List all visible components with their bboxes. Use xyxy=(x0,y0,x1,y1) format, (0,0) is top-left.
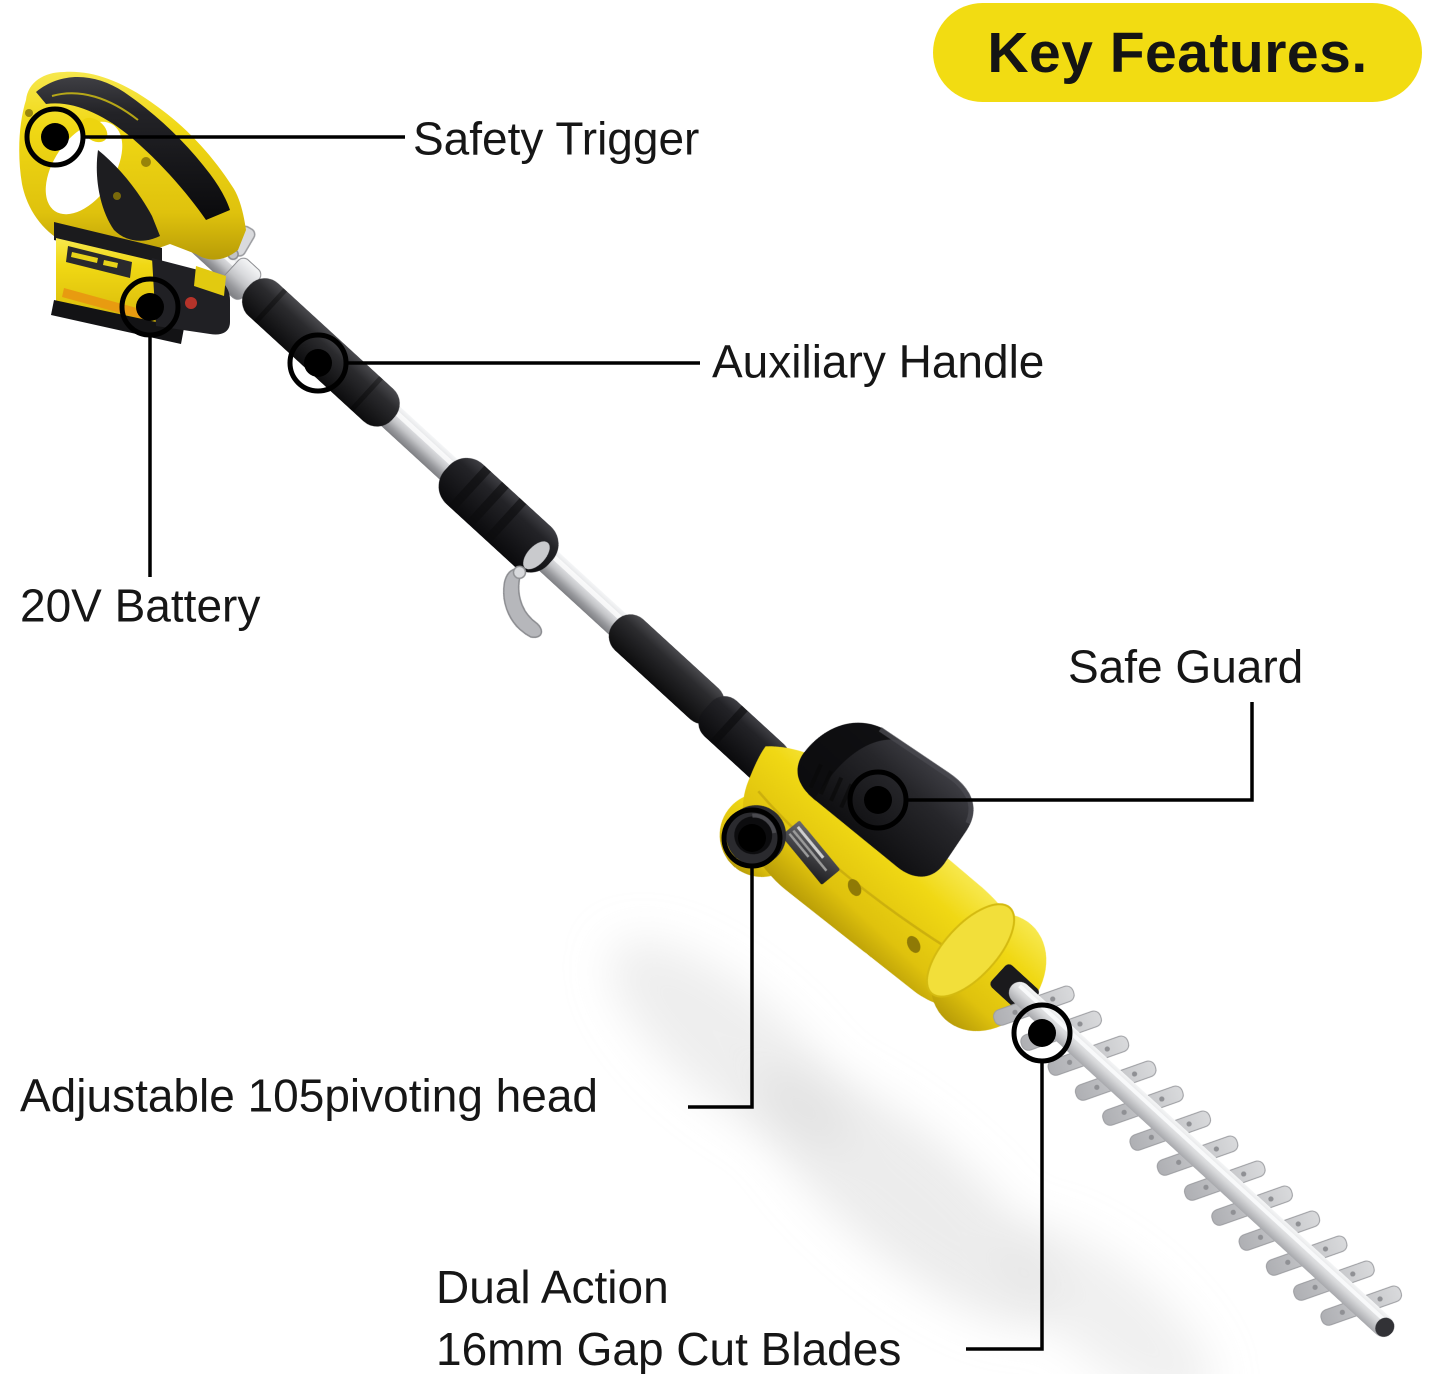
rear-handle-assembly xyxy=(19,71,247,344)
handle-front-post xyxy=(96,150,160,241)
ground-shadow xyxy=(609,939,1215,1374)
marker-ring-safe-guard xyxy=(847,769,909,831)
leader-pivoting-head xyxy=(688,866,754,1109)
blade-end-cap xyxy=(1375,1317,1395,1337)
callout-label-blades-line2: 16mm Gap Cut Blades xyxy=(436,1323,902,1374)
callout-markers xyxy=(24,106,1254,1351)
cutting-blade xyxy=(993,981,1403,1337)
callout-label-safety-trigger: Safety Trigger xyxy=(413,112,700,165)
battery-indicator-light xyxy=(185,297,197,309)
key-features-badge: Key Features. xyxy=(933,3,1422,102)
marker-ring-pivoting-head xyxy=(721,807,783,869)
blade-bar xyxy=(1008,981,1395,1337)
clamp-lever xyxy=(502,568,543,639)
callout-label-pivoting-head: Adjustable 105pivoting head xyxy=(20,1069,599,1122)
spec-sticker xyxy=(781,821,840,885)
marker-ring-blades xyxy=(1011,1002,1073,1064)
callout-label-auxiliary-handle: Auxiliary Handle xyxy=(712,335,1045,388)
callout-label-blades: Dual Action 16mm Gap Cut Blades xyxy=(436,1256,901,1374)
handle-top-grip xyxy=(36,77,230,220)
marker-ring-auxiliary-handle xyxy=(287,332,349,394)
trimmer-body xyxy=(161,205,1403,1337)
leader-safe-guard xyxy=(906,702,1254,802)
lower-foam-grip xyxy=(608,614,725,725)
leader-blades xyxy=(966,1061,1044,1351)
marker-ring-battery xyxy=(119,276,181,338)
callout-label-safe-guard: Safe Guard xyxy=(1068,640,1304,693)
pole-coupler xyxy=(438,457,559,639)
callout-label-battery: 20V Battery xyxy=(20,579,261,632)
marker-ring-safety-trigger xyxy=(24,106,86,168)
callout-label-blades-line1: Dual Action xyxy=(436,1261,669,1313)
